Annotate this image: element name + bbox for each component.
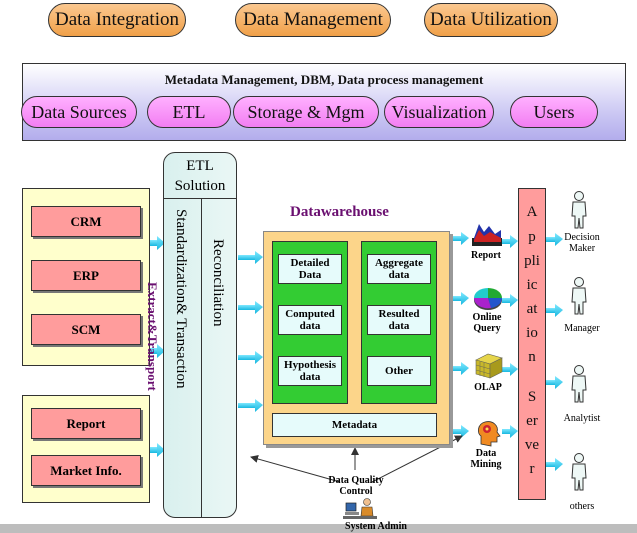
output-data-mining-label: Data Mining — [470, 448, 502, 470]
output-olap-label: OLAP — [474, 382, 502, 393]
system-admin-workstation-icon — [343, 498, 377, 519]
pill-etl: ETL — [147, 96, 231, 128]
etl-solution-header: ETL Solution — [164, 153, 236, 199]
datawarehouse-box: Detailed Data Computed data Hypothesis d… — [263, 231, 450, 445]
arrow-dw-report — [450, 232, 469, 245]
arrow-etl-dw-1 — [238, 251, 263, 264]
pill-visualization: Visualization — [384, 96, 494, 128]
pill-data-sources: Data Sources — [21, 96, 137, 128]
app-server-char-3: pli — [524, 253, 540, 269]
admin-arrow-left — [250, 455, 341, 483]
user-others-label: others — [569, 501, 595, 512]
arrow-etl-dw-2 — [238, 301, 263, 314]
etl-divider — [201, 199, 202, 517]
app-server-char-1: A — [526, 204, 538, 220]
extract-transport-label: Extract&Transport — [145, 282, 160, 391]
etl-solution-column: ETL Solution Standardization& Transactio… — [163, 152, 237, 518]
output-report-label: Report — [471, 250, 501, 261]
application-server-column: A p pli ic at io n S er ve r — [518, 188, 546, 500]
arrow-app-analytist — [546, 376, 563, 389]
data-quality-control-label: Data Quality Control — [328, 475, 384, 497]
cell-hypothesis-data: Hypothesis data — [278, 356, 342, 386]
pill-data-utilization: Data Utilization — [424, 3, 558, 37]
cell-computed-data: Computed data — [278, 305, 342, 335]
app-server-char-11: r — [529, 461, 535, 477]
report-icon — [472, 224, 502, 246]
decision-maker-person-icon — [571, 191, 587, 229]
etl-title-line2: Solution — [174, 178, 226, 194]
source-erp: ERP — [31, 260, 141, 291]
arrow-dw-mining — [450, 425, 469, 438]
etl-title-line1: ETL — [186, 158, 214, 174]
arrow-mining-app — [502, 425, 518, 438]
arrow-query-app — [502, 294, 518, 307]
cell-other: Other — [367, 356, 431, 386]
source-group-operational: CRM ERP SCM — [22, 188, 150, 366]
user-manager-label: Manager — [564, 323, 600, 334]
data-mining-head-icon — [477, 421, 501, 447]
source-group-external: Report Market Info. — [22, 395, 150, 503]
arrow-app-manager — [546, 304, 563, 317]
arrow-app-others — [546, 458, 563, 471]
arrow-crm-etl — [150, 236, 165, 250]
app-server-char-2: p — [528, 229, 536, 245]
source-crm: CRM — [31, 206, 141, 237]
pill-users: Users — [510, 96, 598, 128]
arrow-report-app — [502, 235, 518, 248]
cell-aggregate-data: Aggregate data — [367, 254, 431, 284]
others-person-icon — [571, 453, 587, 491]
cell-metadata: Metadata — [272, 413, 437, 437]
arrow-olap-app — [502, 363, 518, 376]
cell-detailed-data: Detailed Data — [278, 254, 342, 284]
arrow-dw-query — [450, 292, 469, 305]
dw-left-panel: Detailed Data Computed data Hypothesis d… — [272, 241, 348, 404]
etl-reconciliation-label: Reconciliation — [210, 239, 226, 327]
arrow-etl-dw-4 — [238, 399, 263, 412]
pill-data-integration: Data Integration — [48, 3, 186, 37]
arrow-market-etl — [150, 443, 165, 457]
pill-storage: Storage & Mgm — [233, 96, 379, 128]
output-online-query-label: Online Query — [472, 312, 502, 334]
arrow-dw-olap — [450, 362, 469, 375]
dw-right-panel: Aggregate data Resulted data Other — [361, 241, 437, 404]
etl-standardization-label: Standardization& Transaction — [173, 209, 189, 389]
pill-data-management: Data Management — [235, 3, 391, 37]
app-server-char-8: S — [527, 389, 537, 405]
analytist-person-icon — [571, 365, 587, 403]
app-server-char-10: ve — [524, 437, 540, 453]
app-server-char-6: io — [526, 325, 538, 341]
system-admin-label: System Admin — [345, 521, 407, 532]
source-report: Report — [31, 408, 141, 439]
manager-person-icon — [571, 277, 587, 315]
metadata-band-title: Metadata Management, DBM, Data process m… — [164, 72, 484, 87]
app-server-char-4: ic — [526, 277, 538, 293]
online-query-icon — [473, 288, 503, 310]
arrow-etl-dw-3 — [238, 351, 263, 364]
app-server-char-7: n — [528, 349, 536, 365]
source-scm: SCM — [31, 314, 141, 345]
source-market-info: Market Info. — [31, 455, 141, 486]
arrow-scm-etl — [150, 344, 165, 358]
datawarehouse-title: Datawarehouse — [290, 204, 389, 220]
olap-cube-icon — [475, 353, 503, 379]
app-server-char-5: at — [526, 301, 538, 317]
bottom-bar — [0, 524, 637, 533]
user-decision-maker-label: Decision Maker — [564, 232, 600, 254]
arrow-app-decision — [546, 233, 563, 246]
app-server-char-9: er — [526, 413, 538, 429]
user-analytist-label: Analytist — [563, 413, 601, 424]
cell-resulted-data: Resulted data — [367, 305, 431, 335]
metadata-band: Metadata Management, DBM, Data process m… — [21, 63, 626, 141]
